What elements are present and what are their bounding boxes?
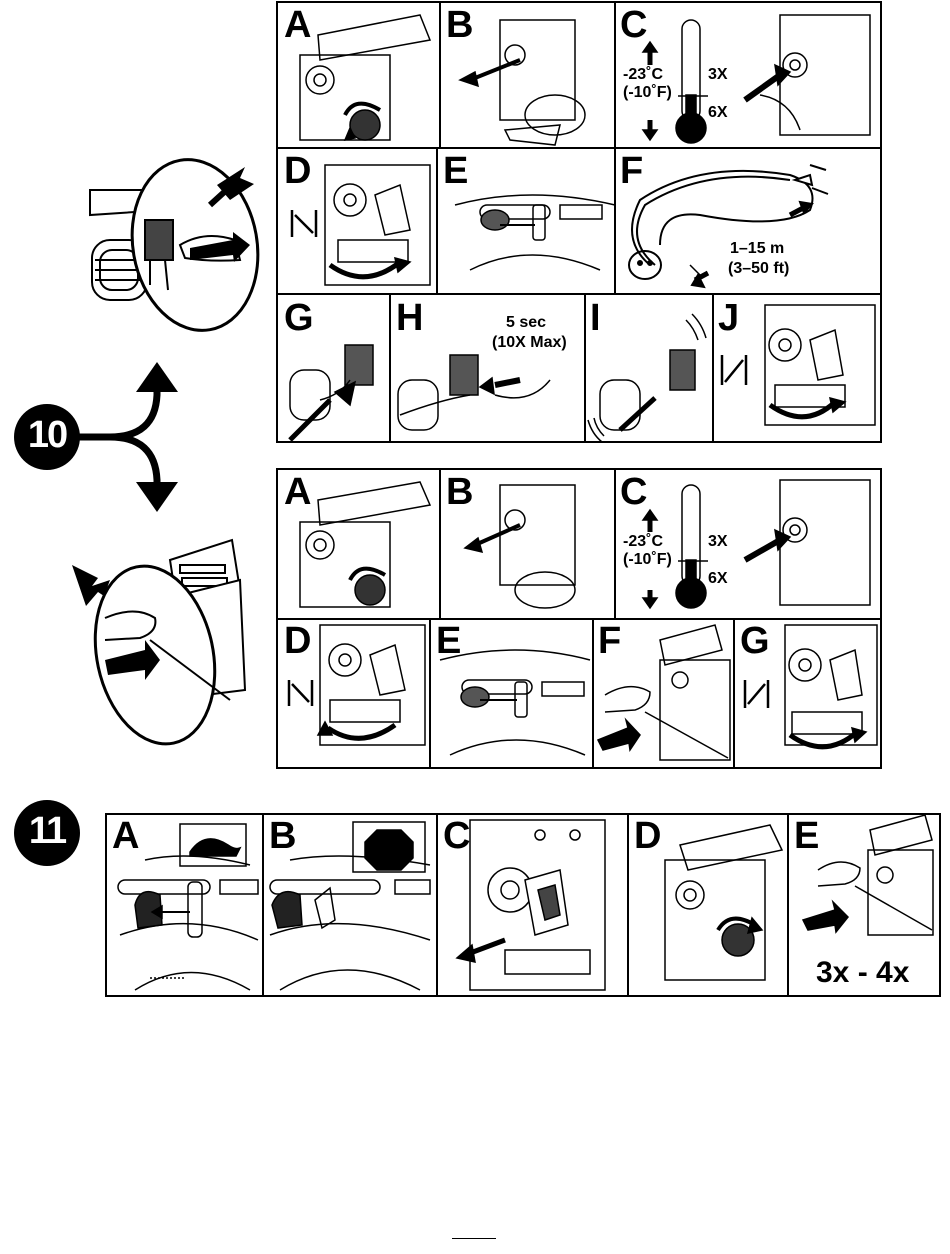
recoil-c-sketch <box>643 480 870 608</box>
recoil-letter-a: A <box>284 471 311 514</box>
crank-duration-label: 5 sec <box>506 314 546 332</box>
step10-recoil-grid <box>277 469 881 768</box>
choke-symbol-icon-g2 <box>745 680 768 708</box>
panel-letter-b: B <box>446 4 473 47</box>
panel-h-sketch <box>398 355 550 430</box>
stop-d-sketch <box>665 825 782 980</box>
recoil-d-sketch <box>318 625 425 745</box>
recoil-warm-press-count: 3X <box>708 533 728 551</box>
panel-letter-h: H <box>396 297 423 340</box>
recoil-letter-d: D <box>284 620 311 663</box>
cord-length-metric: 1–15 m <box>730 240 784 258</box>
recoil-cold-press-count: 6X <box>708 570 728 588</box>
recoil-letter-b: B <box>446 471 473 514</box>
panel-a-sketch <box>300 15 430 140</box>
temp-celsius-label: -23˚C <box>623 66 663 84</box>
stop-letter-e: E <box>794 815 819 858</box>
crank-max-label: (10X Max) <box>492 334 567 352</box>
page-footer-rule <box>452 1238 496 1239</box>
recoil-temp-celsius-label: -23˚C <box>623 533 663 551</box>
cold-press-count: 6X <box>708 104 728 122</box>
panel-letter-d: D <box>284 150 311 193</box>
recoil-letter-f: F <box>598 620 621 663</box>
warm-press-count: 3X <box>708 66 728 84</box>
recoil-a-sketch <box>300 482 430 607</box>
choke-symbol-icon-j <box>722 355 746 385</box>
pull-count-label: 3x - 4x <box>816 956 909 990</box>
recoil-letter-e: E <box>436 620 461 663</box>
branch-arrow-icon <box>80 385 157 490</box>
panel-j-sketch <box>765 305 875 425</box>
panel-letter-j: J <box>718 297 739 340</box>
panel-b-sketch <box>460 20 585 145</box>
stop-e-sketch <box>803 815 933 935</box>
panel-d-sketch <box>325 165 430 285</box>
cord-length-imperial: (3–50 ft) <box>728 260 789 278</box>
panel-e-sketch <box>455 195 615 270</box>
arrow-up-icon <box>136 362 178 392</box>
recoil-e-sketch <box>440 650 590 755</box>
panel-letter-e: E <box>443 150 468 193</box>
recoil-g-sketch <box>785 625 877 747</box>
panel-letter-c: C <box>620 4 647 47</box>
panel-g-sketch <box>290 345 373 440</box>
stop-letter-a: A <box>112 815 139 858</box>
stop-c-sketch <box>457 820 605 990</box>
stop-letter-b: B <box>269 815 296 858</box>
step11-badge: 11 <box>14 810 80 853</box>
recoil-letter-g: G <box>740 620 770 663</box>
recoil-letter-c: C <box>620 471 647 514</box>
panel-letter-g: G <box>284 297 314 340</box>
temp-fahrenheit-label: (-10˚F) <box>623 84 672 102</box>
panel-letter-i: I <box>590 297 601 340</box>
stop-letter-c: C <box>443 815 470 858</box>
choke-symbol-icon <box>292 210 316 237</box>
panel-letter-f: F <box>620 150 643 193</box>
panel-i-sketch <box>588 314 706 442</box>
recoil-start-inset <box>80 540 245 755</box>
step10-badge: 10 <box>14 414 80 457</box>
recoil-b-sketch <box>465 485 575 608</box>
stop-letter-d: D <box>634 815 661 858</box>
panel-c-sketch <box>643 15 870 143</box>
recoil-temp-fahrenheit-label: (-10˚F) <box>623 551 672 569</box>
arrow-down-icon <box>136 482 178 512</box>
panel-letter-a: A <box>284 4 311 47</box>
choke-symbol-icon-d2 <box>289 680 312 706</box>
